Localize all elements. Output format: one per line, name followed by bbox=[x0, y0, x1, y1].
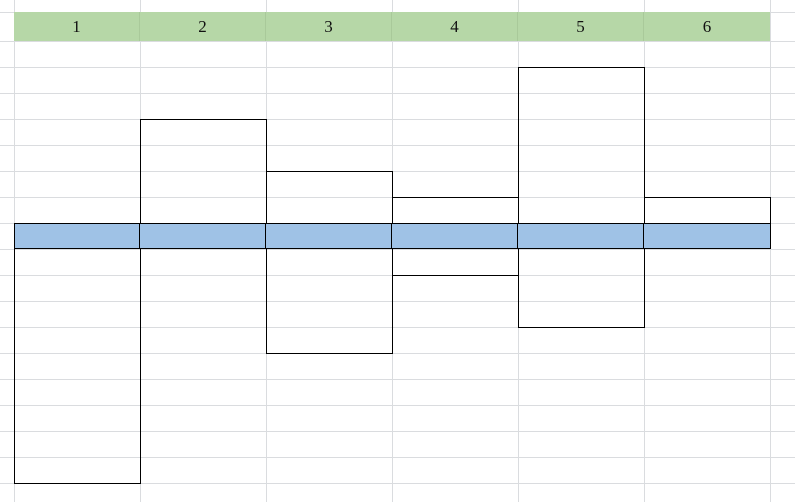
header-cell-5[interactable]: 5 bbox=[518, 12, 644, 41]
baseline-cell-4[interactable] bbox=[392, 223, 518, 249]
bar-above-col-4[interactable] bbox=[392, 197, 519, 224]
bar-below-col-3[interactable] bbox=[266, 248, 393, 354]
gridline-horizontal bbox=[0, 483, 795, 484]
bar-above-col-3[interactable] bbox=[266, 171, 393, 224]
baseline-cell-2[interactable] bbox=[140, 223, 266, 249]
bar-below-col-5[interactable] bbox=[518, 248, 645, 328]
gridline-horizontal bbox=[0, 327, 795, 328]
bar-above-col-6[interactable] bbox=[644, 197, 771, 224]
gridline-horizontal bbox=[0, 67, 795, 68]
bar-below-col-1[interactable] bbox=[14, 248, 141, 484]
baseline-cell-5[interactable] bbox=[518, 223, 644, 249]
header-cell-2[interactable]: 2 bbox=[140, 12, 266, 41]
bar-above-col-2[interactable] bbox=[140, 119, 267, 224]
gridline-horizontal bbox=[0, 405, 795, 406]
gridline-horizontal bbox=[0, 145, 795, 146]
gridline-horizontal bbox=[0, 301, 795, 302]
gridline-horizontal bbox=[0, 431, 795, 432]
gridline-horizontal bbox=[0, 353, 795, 354]
gridline-horizontal bbox=[0, 457, 795, 458]
bar-below-col-4[interactable] bbox=[392, 248, 519, 276]
header-cell-6[interactable]: 6 bbox=[702, 17, 712, 36]
gridline-horizontal bbox=[0, 93, 795, 94]
header-row bbox=[14, 12, 770, 41]
header-cell-1[interactable]: 1 bbox=[14, 12, 140, 41]
gridline-horizontal bbox=[0, 41, 795, 42]
gridline-vertical bbox=[770, 0, 771, 502]
baseline-cell-3[interactable] bbox=[266, 223, 392, 249]
baseline-cell-1[interactable] bbox=[14, 223, 140, 249]
header-cell-4[interactable]: 4 bbox=[392, 12, 518, 41]
gridline-horizontal bbox=[0, 171, 795, 172]
bar-above-col-5[interactable] bbox=[518, 67, 645, 224]
header-cell-3[interactable]: 3 bbox=[266, 12, 392, 41]
gridline-horizontal bbox=[0, 249, 795, 250]
gridline-horizontal bbox=[0, 379, 795, 380]
gridline-horizontal bbox=[0, 119, 795, 120]
baseline-row bbox=[14, 223, 771, 249]
